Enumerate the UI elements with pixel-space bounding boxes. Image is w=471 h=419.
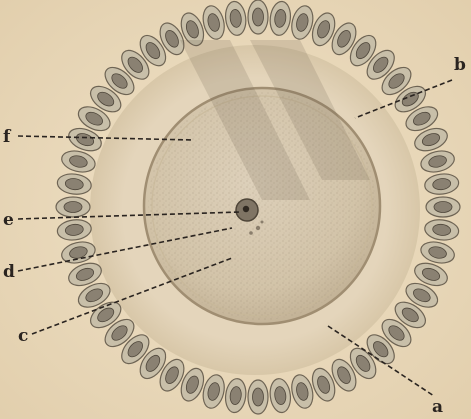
label-c: c: [18, 326, 28, 346]
follicle-cell-nucleus: [64, 202, 82, 213]
granule-2: [249, 231, 253, 235]
label-a: a: [432, 397, 443, 417]
granule-1: [256, 226, 260, 230]
follicle-cell: [248, 380, 268, 414]
label-b: b: [454, 55, 466, 75]
follicle-cell: [56, 197, 90, 217]
follicle-cell-nucleus: [434, 202, 452, 213]
follicle-cell-nucleus: [253, 8, 264, 26]
follicle-cell: [248, 0, 268, 34]
follicle-cell-nucleus: [253, 388, 264, 406]
label-e: e: [3, 210, 14, 230]
label-d: d: [3, 262, 15, 282]
germinal-spot: [243, 206, 249, 212]
follicle-cell: [426, 197, 460, 217]
granule-3: [261, 221, 264, 224]
